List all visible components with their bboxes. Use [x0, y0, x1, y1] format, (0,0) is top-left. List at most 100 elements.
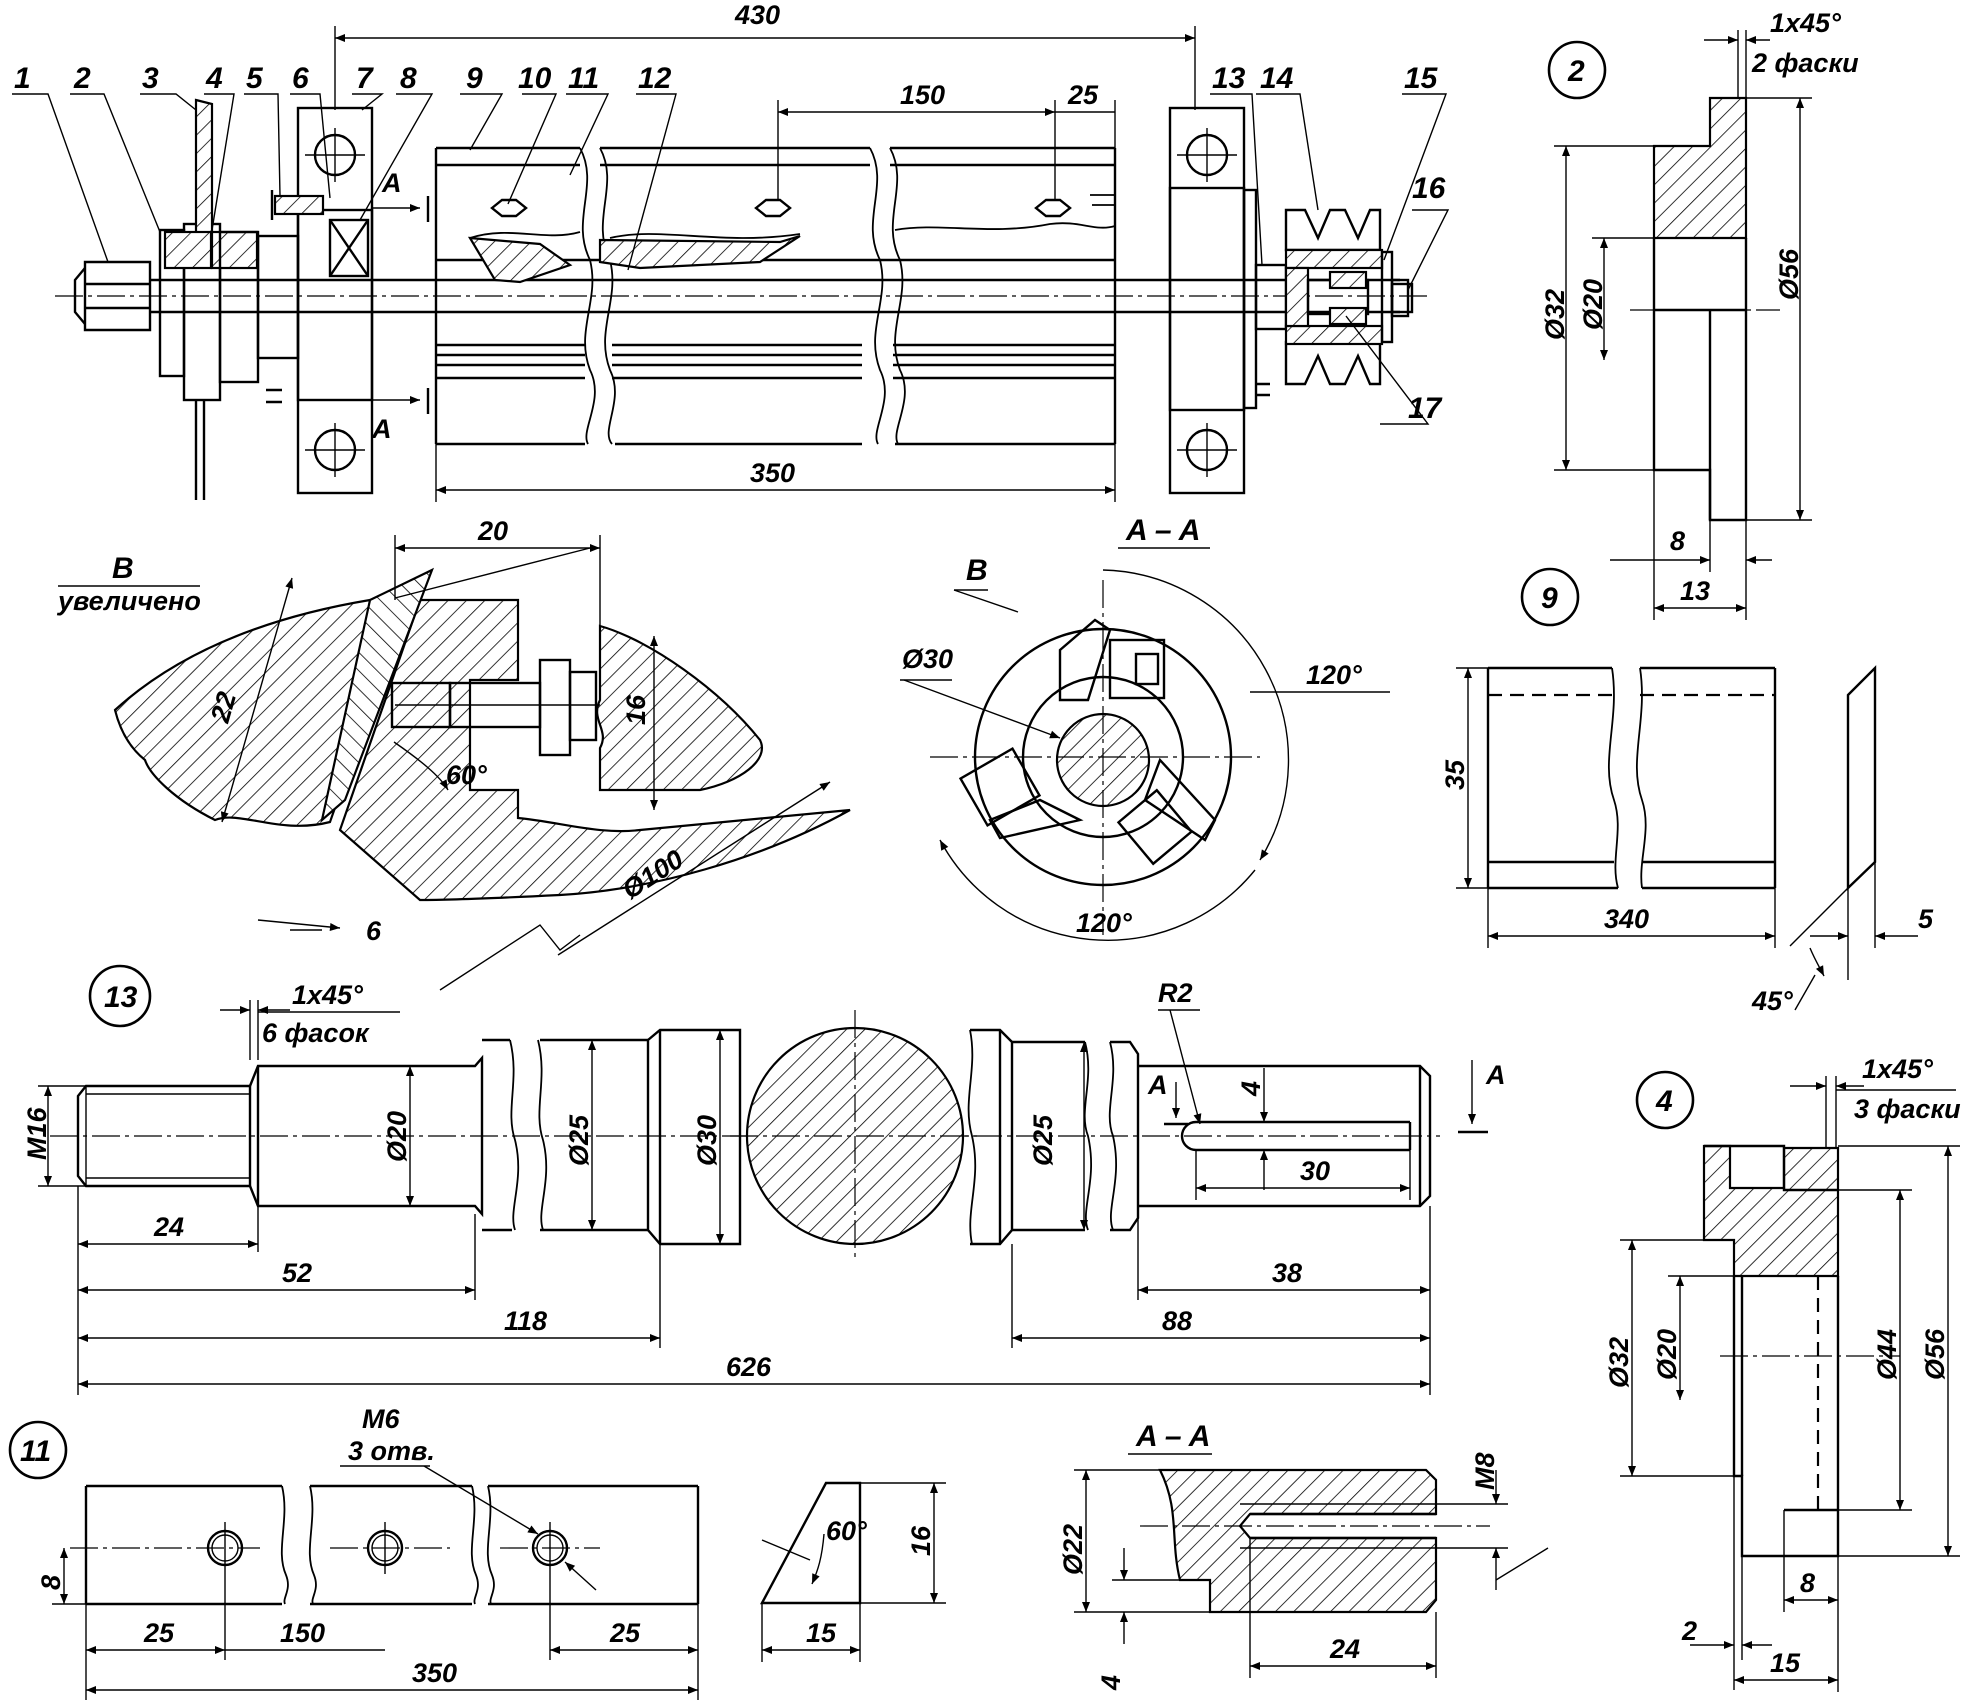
knife-profile: 60° 16 15: [760, 1481, 946, 1662]
detail-circle-4: [1635, 1070, 1695, 1130]
callout-14: 14: [1260, 62, 1294, 95]
part13-dim-4: 4: [1236, 1081, 1266, 1097]
part11-dim-350: 350: [412, 1658, 457, 1688]
section-aa-thread: A – A Ø22 M8 4 24: [1058, 1420, 1549, 1691]
part13-dim-m16: M16: [22, 1106, 52, 1160]
part2-dim-d56: Ø56: [1774, 248, 1804, 300]
section-aa-angle-top: 120°: [1306, 660, 1362, 690]
part4-dim-15: 15: [1770, 1648, 1801, 1678]
part2-dim-8: 8: [1670, 526, 1685, 556]
part9-dim-340: 340: [1604, 904, 1649, 934]
part13-section-a-left: A: [1147, 1070, 1168, 1100]
part13-dim-88: 88: [1162, 1306, 1192, 1336]
part4-chamfer: 1x45°: [1862, 1054, 1933, 1084]
part13-dim-626: 626: [726, 1352, 772, 1382]
part13-dim-30: 30: [1300, 1156, 1330, 1186]
part-9-detail: 9 35 340 5 45°: [1440, 567, 1934, 1016]
part13-dim-r2: R2: [1158, 978, 1193, 1008]
detail-circle-9: [1520, 567, 1580, 627]
part4-dim-8: 8: [1800, 1568, 1815, 1598]
callout-8: 8: [400, 62, 417, 95]
view-b-dim-16: 16: [621, 694, 651, 725]
assembly-view: A A: [12, 0, 1450, 502]
callout-10: 10: [518, 62, 552, 95]
part2-chamfer-note: 2 фаски: [1751, 48, 1859, 78]
callout-6: 6: [292, 62, 309, 95]
callout-11: 11: [568, 62, 599, 95]
callout-16: 16: [1412, 172, 1446, 205]
part2-dim-d20: Ø20: [1578, 279, 1608, 330]
part13-section-a-right: A: [1485, 1060, 1506, 1090]
view-b-dim-6: 6: [366, 916, 382, 946]
part2-dim-13: 13: [1680, 576, 1710, 606]
dim-25: 25: [1067, 80, 1099, 110]
part-2-detail: 2 Ø32 Ø20 Ø56 8 13 1x45° 2 фаски: [1540, 8, 1859, 620]
part4-dim-d32: Ø32: [1604, 1337, 1634, 1388]
callout-4: 4: [205, 62, 223, 95]
section-aa2-dim-m8: M8: [1470, 1452, 1500, 1490]
detail-number-13: 13: [104, 981, 138, 1014]
section-a-lower: A: [371, 414, 392, 444]
knife-dim-16: 16: [906, 1525, 936, 1556]
detail-number-9: 9: [1541, 582, 1558, 615]
section-aa-rotor: A – A 120° 120° Ø30 B: [900, 514, 1390, 941]
callout-2: 2: [73, 62, 91, 95]
section-a-upper: A: [381, 168, 402, 198]
part-4-detail: 4 Ø32 Ø20 Ø44 Ø56 8 2 15: [1604, 1054, 1961, 1692]
part2-dim-d32: Ø32: [1540, 289, 1570, 340]
part13-dim-d30: Ø30: [692, 1115, 722, 1166]
part4-dim-d20: Ø20: [1652, 1329, 1682, 1380]
detail-number-4: 4: [1655, 1085, 1673, 1118]
detail-circle-11: [8, 1420, 68, 1480]
part4-dim-2: 2: [1681, 1616, 1697, 1646]
part11-dim-25-left: 25: [143, 1618, 175, 1648]
view-b-dim-20: 20: [477, 516, 508, 546]
callout-13: 13: [1212, 62, 1246, 95]
section-aa-dim-d30: Ø30: [902, 644, 953, 674]
bolt-head-icon: [490, 198, 1072, 218]
part-11-detail: 11 M6 3 отв. 8 25 150 25 350: [8, 1404, 700, 1700]
dim-350: 350: [750, 458, 795, 488]
part11-dim-150: 150: [280, 1618, 325, 1648]
section-aa2-dim-24: 24: [1329, 1634, 1360, 1664]
part4-chamfer-note: 3 фаски: [1854, 1094, 1961, 1124]
section-aa-angle-bottom: 120°: [1076, 908, 1132, 938]
part11-holes: 3 отв.: [348, 1436, 435, 1466]
callout-9: 9: [466, 62, 483, 95]
part13-chamfer-note: 6 фасок: [262, 1018, 370, 1048]
part9-dim-35: 35: [1440, 759, 1470, 790]
callout-3: 3: [142, 62, 159, 95]
part4-dim-d44: Ø44: [1872, 1329, 1902, 1380]
detail-circle-13: [88, 964, 152, 1028]
callout-12: 12: [638, 62, 672, 95]
knife-dim-15: 15: [806, 1618, 837, 1648]
dim-150: 150: [900, 80, 945, 110]
section-b-label: B: [966, 554, 988, 587]
part9-angle-45: 45°: [1751, 986, 1793, 1016]
view-b-enlarged: B увеличено 20 22 16 60° Ø100 6: [56, 516, 851, 991]
section-aa-title: A – A: [1125, 514, 1200, 547]
part-13-shaft: 13 M16: [22, 964, 1506, 1395]
part13-dim-118: 118: [504, 1306, 547, 1336]
part11-dim-25-right: 25: [609, 1618, 641, 1648]
detail-circle-2: [1547, 40, 1607, 100]
part13-chamfer: 1x45°: [292, 980, 363, 1010]
callout-1: 1: [14, 62, 31, 95]
part2-chamfer: 1x45°: [1770, 8, 1841, 38]
detail-number-11: 11: [20, 1435, 51, 1468]
detail-number-2: 2: [1567, 55, 1585, 88]
part13-dim-d20: Ø20: [382, 1111, 412, 1162]
view-b-angle-60: 60°: [446, 760, 487, 790]
section-aa2-title: A – A: [1135, 1420, 1210, 1453]
part13-dim-24: 24: [153, 1212, 184, 1242]
callout-7: 7: [356, 62, 374, 95]
part11-dim-8: 8: [36, 1575, 66, 1590]
section-aa2-dim-d22: Ø22: [1058, 1524, 1088, 1575]
section-aa2-dim-4: 4: [1096, 1675, 1126, 1691]
view-b-title: B: [112, 552, 134, 585]
callout-5: 5: [246, 62, 264, 95]
part4-dim-d56: Ø56: [1920, 1328, 1950, 1380]
knife-angle-60: 60°: [826, 1516, 867, 1546]
part13-dim-38: 38: [1272, 1258, 1302, 1288]
callout-15: 15: [1404, 62, 1439, 95]
